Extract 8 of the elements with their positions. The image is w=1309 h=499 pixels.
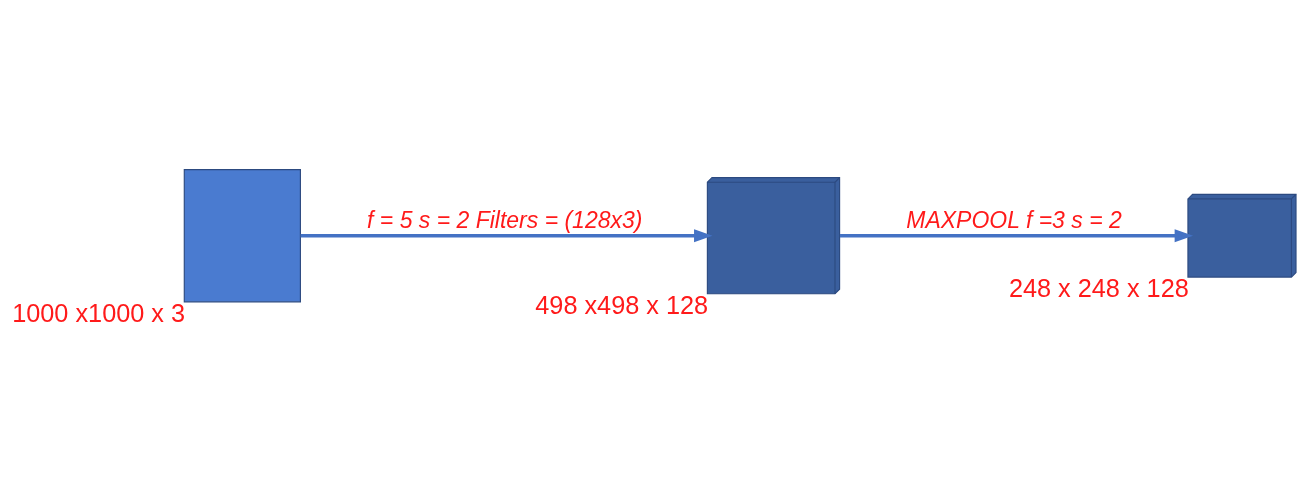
node-label: 498 x498 x 128 [535,291,709,319]
node-box [183,169,301,303]
edge-label: MAXPOOL f =3 s = 2 [906,206,1122,233]
edge-label: f = 5 s = 2 Filters = (128x3) [367,206,643,233]
node-label: 1000 x1000 x 3 [12,299,186,328]
arrow [839,229,1194,243]
node-label: 248 x 248 x 128 [1008,274,1189,303]
arrow [300,229,713,243]
